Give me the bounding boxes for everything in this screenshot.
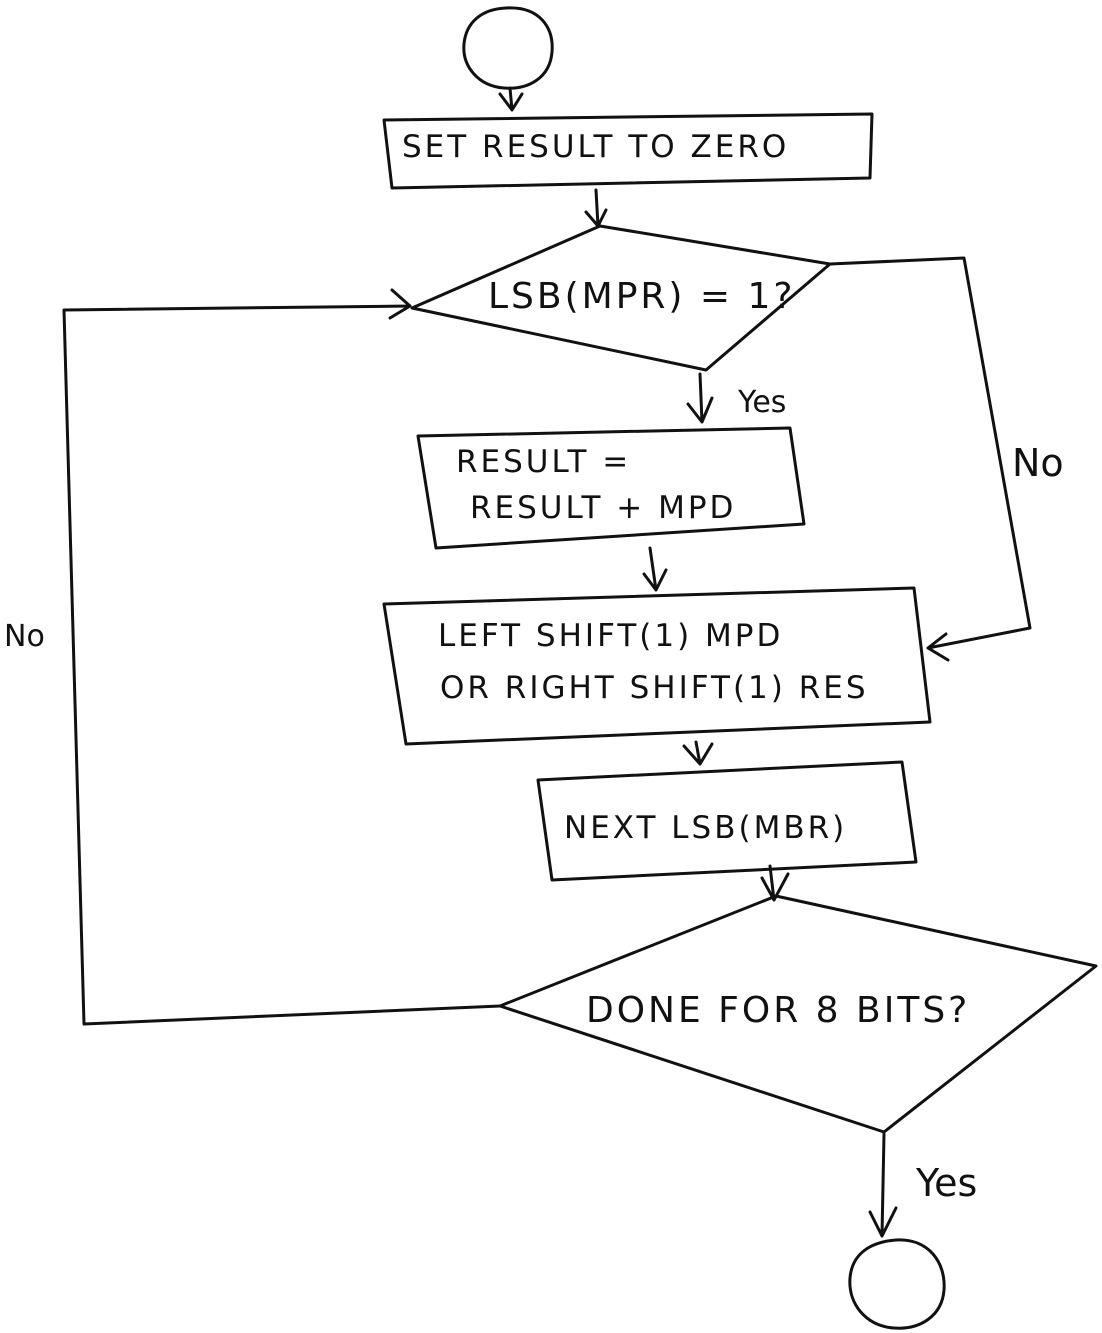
add-result-box (416, 426, 806, 550)
lsb-decision-label: LSB(MPR) = 1? (488, 276, 796, 317)
shift-line1: LEFT SHIFT(1) MPD (438, 618, 783, 654)
done-yes-label: Yes (915, 1161, 977, 1205)
arrow-next-to-done (760, 864, 790, 902)
arrow-done-yes (868, 1132, 898, 1238)
arrow-lsb-yes (686, 372, 714, 424)
lsb-decision-diamond (410, 224, 832, 372)
lsb-no-label: No (1012, 441, 1064, 485)
next-lsb-box (536, 760, 918, 882)
set-result-box (382, 112, 874, 190)
arrow-set-to-lsb (584, 188, 608, 228)
done-no-loop (62, 288, 502, 1026)
end-terminal (848, 1238, 946, 1330)
lsb-no-path (828, 256, 1032, 662)
done-decision-diamond (498, 894, 1098, 1134)
shift-line2: OR RIGHT SHIFT(1) RES (440, 670, 869, 706)
arrow-shift-to-next (682, 740, 714, 766)
add-result-line1: RESULT = (456, 444, 631, 480)
arrow-add-to-shift (642, 546, 668, 592)
lsb-yes-label: Yes (737, 385, 786, 420)
done-no-label: No (4, 619, 45, 654)
arrow-start-to-set (498, 86, 524, 112)
shift-box (382, 586, 932, 746)
add-result-line2: RESULT + MPD (470, 490, 736, 526)
next-lsb-label: NEXT LSB(MBR) (564, 810, 847, 846)
set-result-label: SET RESULT TO ZERO (402, 129, 789, 165)
start-terminal (462, 6, 554, 90)
done-decision-label: DONE FOR 8 BITS? (586, 990, 970, 1031)
